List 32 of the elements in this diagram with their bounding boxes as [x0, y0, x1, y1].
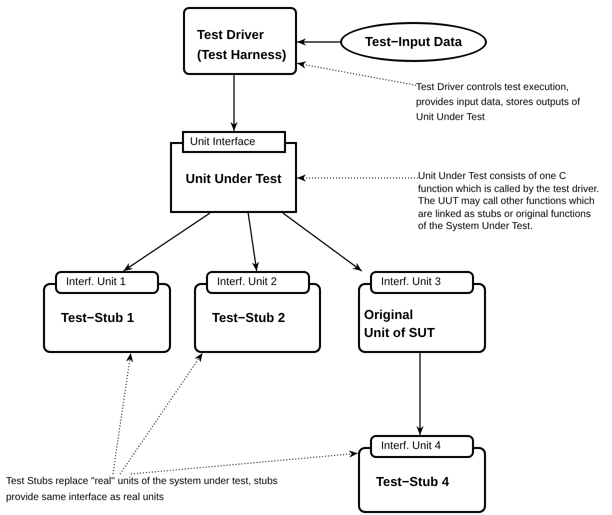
note-text: Test Driver controls test execution, provides input data, stores outputs of Unit Under Test: [416, 80, 596, 132]
node-label: Original Unit of SUT: [364, 306, 436, 342]
stub-box: [194, 271, 321, 353]
node-label: Test−Stub 1: [61, 309, 136, 327]
arrow: [416, 353, 424, 435]
leader-line: [130, 450, 358, 474]
node-label: Test−Input Data: [365, 33, 462, 52]
stub-box: [43, 271, 171, 353]
interface-tab: Interf. Unit 1: [55, 271, 159, 294]
arrow: [248, 212, 259, 272]
leader-line: [120, 352, 204, 474]
unit-box: [170, 131, 297, 213]
arrow: [282, 212, 362, 272]
leader-line: [112, 352, 134, 474]
node-label: Test−Stub 4: [376, 473, 450, 491]
arrow: [230, 75, 238, 131]
interface-tab: Unit Interface: [182, 131, 286, 153]
note-text: Test Stubs replace "real" units of the system under test, stubs provide same interface as real units: [6, 474, 296, 508]
process-box: [183, 7, 297, 75]
node-label: Test Driver (Test Harness): [197, 26, 288, 64]
interface-tab: Interf. Unit 2: [206, 271, 310, 294]
node-label: Test−Stub 2: [212, 309, 286, 327]
arrow: [297, 38, 340, 46]
note-text: Unit Under Test consists of one C function which is called by the test driver. The UUT may call other functions which are linked as stubs or original functions of the System Under Test.: [418, 171, 600, 251]
interface-tab: Interf. Unit 4: [370, 435, 474, 458]
arrow: [123, 212, 210, 272]
unit-box: [358, 271, 486, 353]
node-label: Unit Under Test: [186, 170, 282, 188]
leader-line: [296, 61, 416, 86]
leader-line: [296, 174, 418, 182]
interface-tab: Interf. Unit 3: [370, 271, 474, 294]
stub-box: [358, 435, 486, 513]
